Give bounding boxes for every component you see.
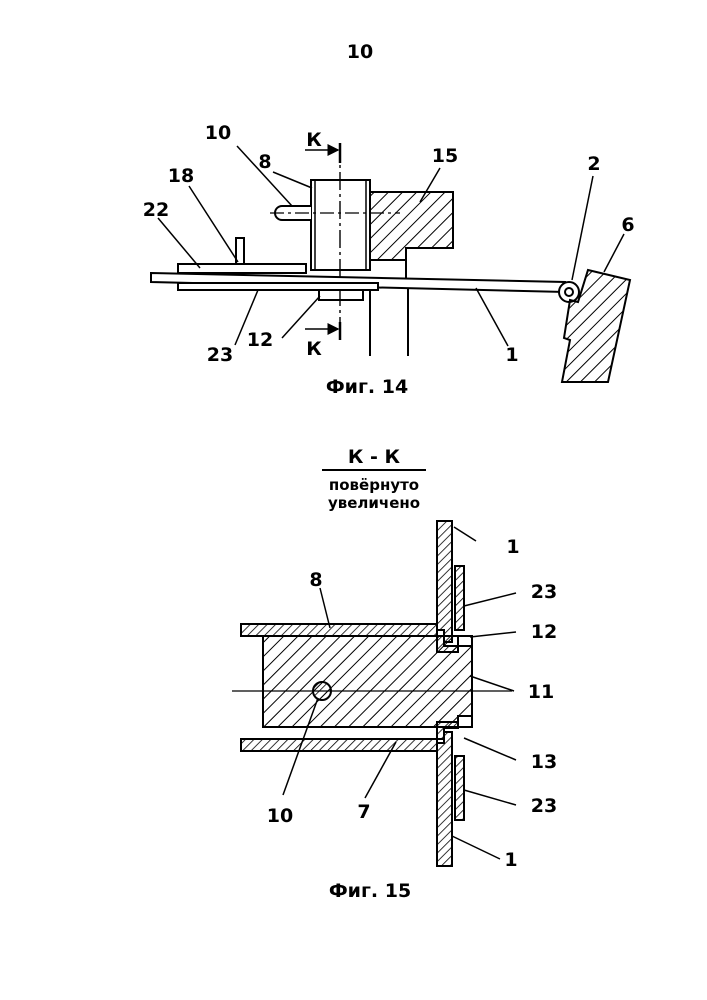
fig14-label-12: 12 — [247, 329, 273, 351]
fig14-label-23: 23 — [207, 344, 233, 366]
section-title: К - К — [348, 446, 401, 468]
plate-23-bottom — [455, 756, 464, 820]
fig15-label-7: 7 — [357, 801, 370, 823]
block-15 — [370, 192, 453, 260]
fig14-label-10: 10 — [205, 122, 231, 144]
fig14-label-15: 15 — [432, 145, 458, 167]
fig14-label-8: 8 — [258, 151, 271, 173]
page-number: 10 — [347, 41, 373, 63]
plate-23 — [178, 283, 378, 290]
fig15-label-12: 12 — [531, 621, 557, 643]
fig14-label-22: 22 — [143, 199, 169, 221]
fig15-label-1-top: 1 — [506, 536, 519, 558]
fig14-label-2: 2 — [587, 153, 600, 175]
fig15-label-23-bottom: 23 — [531, 795, 557, 817]
fig14-label-6: 6 — [621, 214, 634, 236]
bushing-13 — [458, 716, 472, 727]
section-subtitle-enlarged: увеличено — [328, 494, 420, 512]
fig15-label-8: 8 — [309, 569, 322, 591]
fig15-label-23-top: 23 — [531, 581, 557, 603]
section-mark-k-top: К — [306, 129, 322, 151]
plate-23-top — [455, 566, 464, 630]
lever-1-bottom — [437, 732, 452, 866]
fig14-caption: Фиг. 14 — [326, 376, 408, 398]
fig15-label-10: 10 — [267, 805, 293, 827]
section-mark-k-bottom: К — [306, 338, 322, 360]
lever-1-top — [437, 521, 452, 642]
fig14-label-18: 18 — [168, 165, 194, 187]
fig15-label-11: 11 — [528, 681, 554, 703]
fig15-caption: Фиг. 15 — [329, 880, 411, 902]
fig15-label-13: 13 — [531, 751, 557, 773]
fig15-label-1-bottom: 1 — [504, 849, 517, 871]
fig14-label-1: 1 — [505, 344, 518, 366]
section-subtitle-rotated: повёрнуто — [329, 476, 419, 494]
bushing-12 — [458, 636, 472, 646]
